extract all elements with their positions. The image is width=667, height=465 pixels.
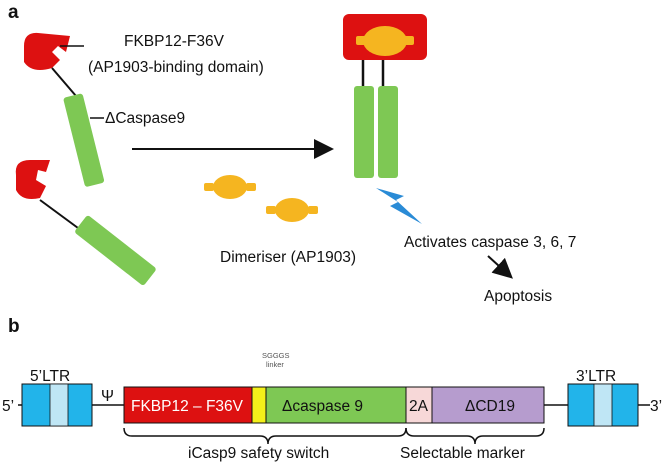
monomer-top (24, 32, 105, 187)
fkbp-sublabel: (AP1903-binding domain) (88, 59, 264, 76)
panel-b-label: b (8, 316, 20, 337)
three-prime-label: 3’ (650, 398, 662, 415)
fkbp-domain-bottom (15, 160, 50, 199)
activation-bolt-icon (376, 188, 422, 224)
dimeriser-bound (363, 26, 407, 56)
twoA-segment-label: 2A (409, 398, 429, 415)
panel-a-label: a (8, 2, 19, 23)
apoptosis-label: Apoptosis (484, 288, 552, 305)
caspase-segment-label: Δcaspase 9 (282, 398, 363, 415)
apoptosis-arrow (487, 255, 513, 279)
fkbp-domain-top (24, 32, 70, 70)
caspase-domain-dimer-right (378, 86, 398, 178)
linker-label-top: SGGGS (262, 351, 290, 360)
psi-label: Ψ (101, 388, 114, 405)
ltr-5-label: 5’LTR (30, 368, 70, 385)
selectable-bracket (405, 427, 545, 445)
dimeriser-label: Dimeriser (AP1903) (220, 249, 356, 266)
selectable-label: Selectable marker (400, 445, 525, 462)
cd19-segment (431, 386, 545, 424)
linker-segment (251, 386, 267, 424)
ltr-3-label: 3’LTR (576, 368, 616, 385)
fkbp-segment-label: FKBP12 – F36V (131, 398, 244, 415)
dimeriser-molecule-2 (266, 198, 318, 222)
caspase-label: ΔCaspase9 (105, 110, 185, 127)
activates-caspase-label: Activates caspase 3, 6, 7 (404, 234, 576, 251)
twoA-segment (405, 386, 433, 424)
five-prime-label: 5’ (2, 398, 14, 415)
icasp9-label: iCasp9 safety switch (188, 445, 329, 462)
linker-label-bottom: linker (266, 360, 284, 369)
dimeriser-molecule-1 (204, 175, 256, 199)
caspase-domain-top (63, 93, 105, 187)
linker-line-bottom (39, 199, 79, 229)
dimer-complex (343, 14, 427, 178)
cd19-segment-label: ΔCD19 (465, 398, 515, 415)
monomer-bottom (15, 160, 156, 285)
caspase-domain-dimer-left (354, 86, 374, 178)
icasp9-bracket (123, 427, 407, 445)
caspase-domain-bottom (75, 215, 156, 285)
fkbp-label: FKBP12-F36V (124, 33, 225, 50)
linker-line-top (51, 67, 77, 97)
ltr-5-box (21, 383, 93, 427)
ltr-3-box (567, 383, 639, 427)
